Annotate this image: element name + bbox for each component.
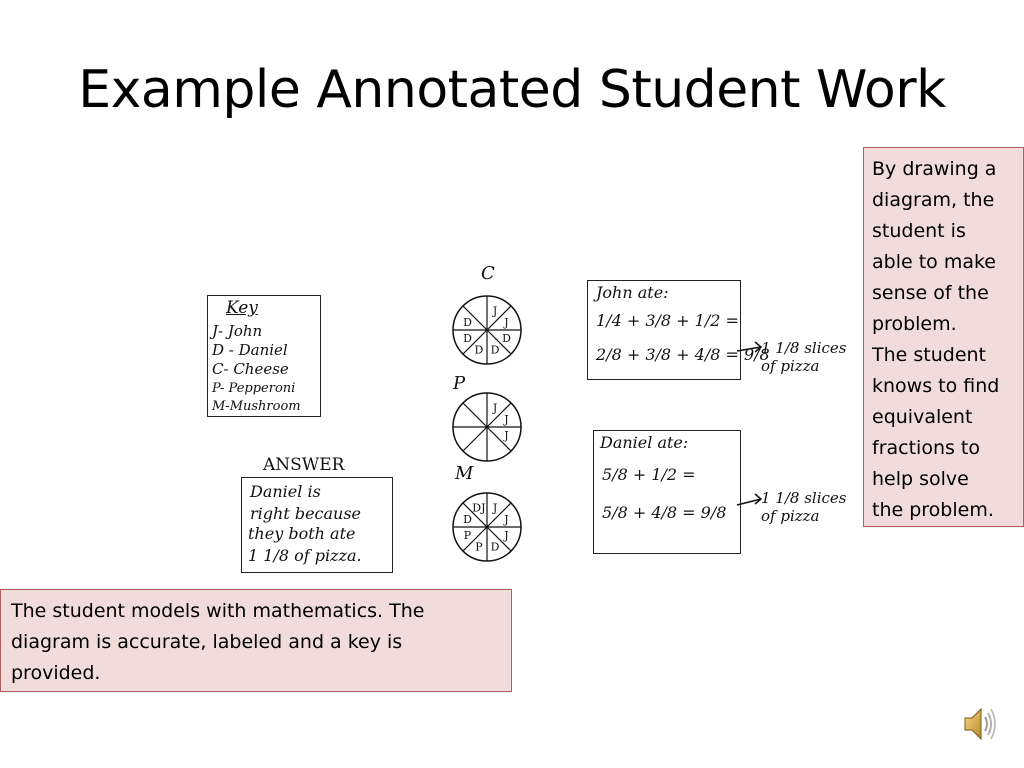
john-equation: 1/4 + 3/8 + 1/2 = (596, 311, 739, 330)
callout-line: The student models with mathematics. The (11, 600, 425, 622)
pie-label-pepperoni: P (453, 373, 466, 394)
pie-slice-label: J (492, 502, 497, 515)
result-arrows (736, 341, 763, 506)
callout-line: diagram, the (872, 189, 995, 211)
callout-line: the problem. (872, 499, 994, 521)
daniel-result: 1 1/8 slices of pizza (761, 489, 847, 525)
pie-slice-divider (486, 305, 512, 331)
pie-pepperoni: JJJ (452, 392, 522, 462)
pie-slice-label: DJ (472, 502, 485, 515)
pie-slice-label: J (492, 305, 497, 318)
pie-slice-label: D (491, 541, 500, 554)
pie-slice-divider (462, 426, 488, 452)
key-heading: Key (226, 298, 258, 318)
callout-line: sense of the (872, 282, 989, 304)
callout-diagram-note: By drawing a diagram, the student is abl… (863, 147, 1024, 527)
john-heading: John ate: (596, 283, 669, 302)
pie-slice-label: D (463, 332, 472, 345)
pie-slice-label: J (503, 316, 508, 329)
pie-slice-label: D (463, 513, 472, 526)
pie-slice-label: J (503, 429, 508, 442)
answer-box: Daniel is right because they both ate 1 … (241, 477, 393, 573)
pie-label-mushroom: M (455, 463, 474, 484)
callout-line: able to make (872, 251, 996, 273)
daniel-box: Daniel ate: 5/8 + 1/2 = 5/8 + 4/8 = 9/8 (593, 430, 741, 554)
answer-line: 1 1/8 of pizza. (248, 546, 362, 565)
pie-slice-label: D (474, 344, 483, 357)
key-line: J- John (212, 322, 263, 340)
pie-slice-label: D (502, 332, 511, 345)
callout-line: fractions to (872, 437, 980, 459)
key-line: C- Cheese (212, 360, 289, 378)
daniel-equation: 5/8 + 4/8 = 9/8 (602, 503, 727, 522)
pie-slice-label: P (475, 541, 483, 554)
pie-slice-divider (462, 502, 488, 528)
john-result: 1 1/8 slices of pizza (761, 339, 847, 375)
callout-line: diagram is accurate, labeled and a key i… (11, 631, 403, 653)
pie-slice-divider (486, 526, 512, 552)
pie-slice-label: J (503, 413, 508, 426)
pie-slice-divider (462, 305, 488, 331)
pie-slice-label: D (491, 344, 500, 357)
pie-slice-divider (486, 402, 512, 428)
callout-line: provided. (11, 662, 101, 684)
john-box: John ate: 1/4 + 3/8 + 1/2 = 2/8 + 3/8 + … (587, 280, 770, 380)
callout-line: knows to find (872, 375, 1000, 397)
answer-line: right because (250, 504, 362, 523)
pie-slice-label: J (503, 529, 508, 542)
callout-line: equivalent (872, 406, 973, 428)
answer-line: Daniel is (250, 482, 321, 501)
pie-slice-label: J (503, 513, 508, 526)
callout-line: The student (872, 344, 987, 366)
daniel-equation: 5/8 + 1/2 = (602, 465, 696, 484)
key-line: D - Daniel (212, 341, 288, 359)
pie-slice-divider (486, 329, 512, 355)
slide-title: Example Annotated Student Work (78, 60, 946, 120)
key-line: P- Pepperoni (212, 381, 296, 396)
john-equation: 2/8 + 3/8 + 4/8 = 9/8 (596, 345, 770, 364)
pie-slice-divider (486, 426, 512, 452)
speaker-icon[interactable] (962, 703, 998, 745)
answer-heading: ANSWER (263, 455, 345, 475)
callout-line: student is (872, 220, 966, 242)
student-work-scan: Key J- John D - Daniel C- Cheese P- Pepp… (195, 255, 875, 585)
pie-slice-label: P (464, 529, 472, 542)
callout-line: problem. (872, 313, 957, 335)
pie-slice-divider (462, 329, 488, 355)
callout-model-note: The student models with mathematics. The… (0, 589, 512, 692)
pie-slice-divider (486, 502, 512, 528)
pie-slice-divider (462, 526, 488, 552)
callout-line: help solve (872, 468, 969, 490)
daniel-heading: Daniel ate: (600, 433, 689, 452)
pie-slice-label: D (463, 316, 472, 329)
pie-label-cheese: C (481, 263, 495, 284)
pie-slice-label: J (492, 402, 497, 415)
key-line: M-Mushroom (212, 399, 301, 414)
key-box: Key J- John D - Daniel C- Cheese P- Pepp… (207, 295, 321, 417)
callout-line: By drawing a (872, 158, 997, 180)
pie-slice-divider (462, 402, 488, 428)
answer-line: they both ate (248, 524, 356, 543)
